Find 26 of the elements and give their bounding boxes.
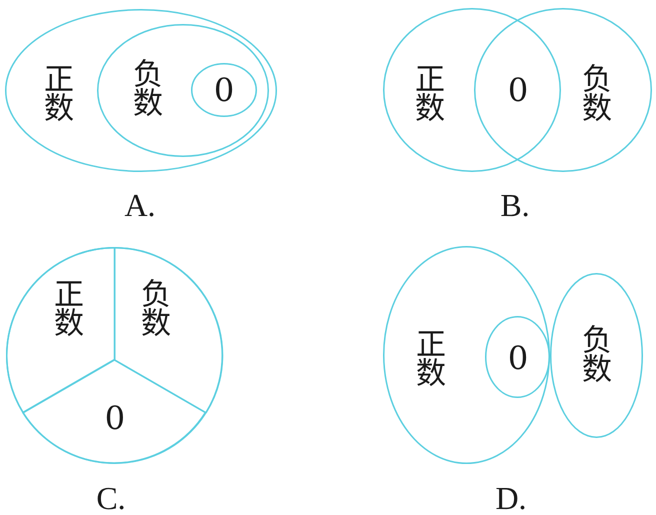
set-ellipse (474, 8, 652, 172)
option-letter: B. (500, 189, 530, 221)
option-letter: D. (495, 482, 527, 514)
set-ellipse (97, 24, 269, 157)
option-letter: C. (96, 482, 126, 514)
set-label: 0 (104, 402, 126, 434)
set-label: 正数 (44, 66, 74, 124)
set-label: 负数 (582, 328, 612, 384)
circle-sector (22, 359, 207, 464)
set-label: 正数 (416, 332, 446, 388)
set-label: 负数 (582, 66, 612, 124)
set-label: 正数 (415, 66, 445, 124)
set-ellipse (383, 246, 550, 464)
circle-outline (6, 247, 223, 464)
set-ellipse (383, 8, 561, 172)
set-ellipse (485, 316, 550, 398)
set-label: 0 (508, 74, 528, 106)
set-label: 0 (214, 74, 234, 106)
set-label: 负数 (133, 62, 163, 118)
set-label: 负数 (141, 282, 171, 338)
set-ellipse (191, 63, 257, 117)
set-ellipse (5, 9, 277, 172)
option-letter: A. (124, 189, 156, 221)
set-label: 0 (508, 342, 528, 374)
set-ellipse (550, 273, 643, 438)
set-label: 正数 (54, 282, 84, 338)
